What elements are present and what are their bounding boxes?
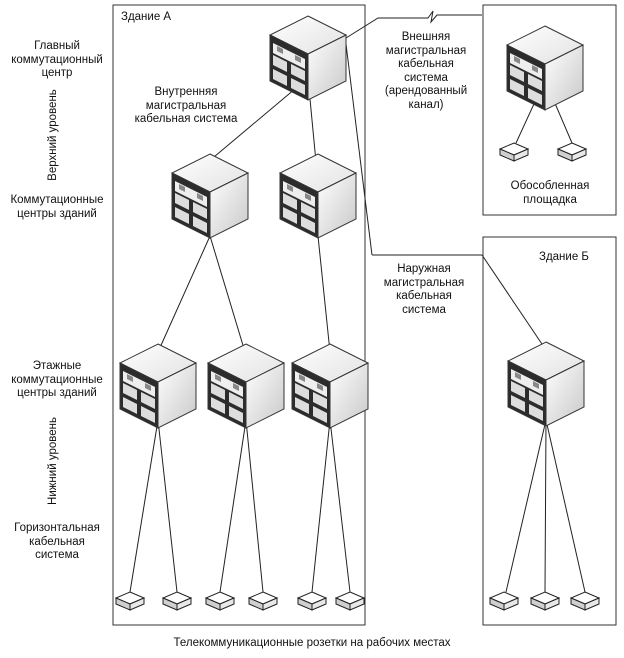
building-centers-label: Коммутационные центры зданий — [10, 194, 104, 220]
telecom-outlet-icon — [530, 591, 560, 611]
separate-site-switch-icon — [506, 25, 584, 111]
telecom-outlet-icon — [335, 591, 365, 611]
outlets-caption: Телекоммуникационные розетки на рабочих … — [173, 637, 451, 649]
separate-site-frame — [482, 4, 617, 216]
horizontal-cabling-label: Горизонтальная кабельная система — [14, 522, 100, 561]
telecom-outlet-icon — [115, 591, 145, 611]
floor-center-switch-icon — [291, 343, 369, 429]
telecom-outlet-icon — [162, 591, 192, 611]
building-b-switch-icon — [507, 341, 585, 427]
building-center-switch-icon — [279, 153, 357, 239]
building-a-frame — [112, 4, 366, 626]
bottom-level-label: Нижний уровень — [47, 417, 59, 505]
telecom-outlet-icon — [557, 142, 587, 162]
telecom-outlet-icon — [570, 591, 600, 611]
floor-centers-label: Этажные коммутационные центры зданий — [11, 360, 103, 399]
internal-backbone-label: Внутренняя магистральная кабельная систе… — [134, 86, 238, 125]
outdoor-backbone-label: Наружная магистральная кабельная система — [383, 263, 465, 316]
telecom-outlet-icon — [248, 591, 278, 611]
top-level-label: Верхний уровень — [47, 89, 59, 181]
building-center-switch-icon — [171, 153, 249, 239]
external-backbone-label: Внешняя магистральная кабельная система … — [384, 31, 468, 111]
building-b-label: Здание Б — [539, 251, 589, 263]
floor-center-switch-icon — [119, 343, 197, 429]
floor-center-switch-icon — [207, 343, 285, 429]
building-a-label: Здание А — [121, 11, 172, 23]
main-center-label: Главный коммутационный центр — [11, 40, 103, 79]
telecom-outlet-icon — [489, 591, 519, 611]
building-b-frame — [482, 236, 617, 626]
telecom-outlet-icon — [297, 591, 327, 611]
main-center-switch-icon — [269, 15, 347, 101]
separate-site-label: Обособленная площадка — [510, 180, 590, 206]
telecom-outlet-icon — [205, 591, 235, 611]
telecom-outlet-icon — [499, 142, 529, 162]
